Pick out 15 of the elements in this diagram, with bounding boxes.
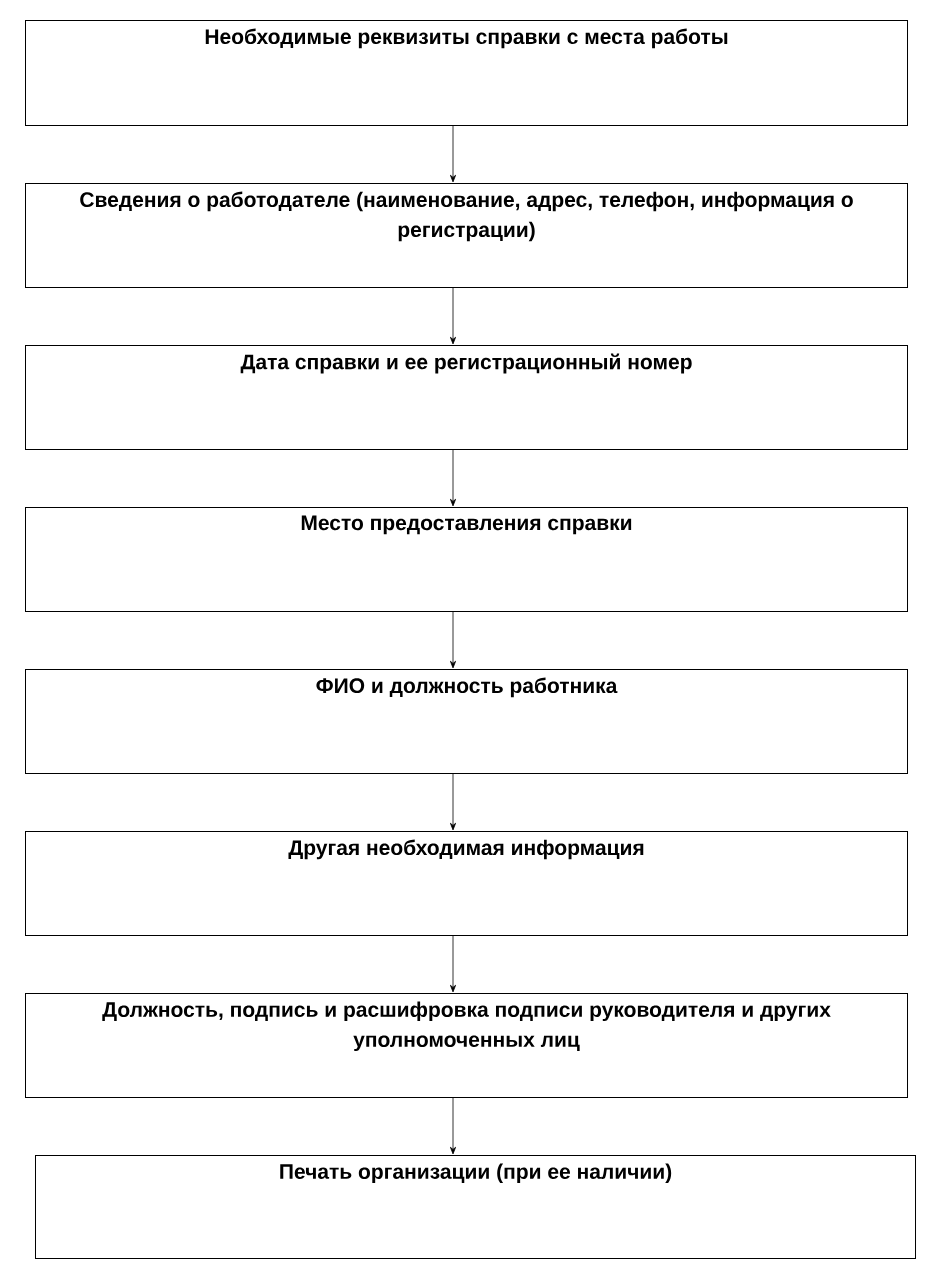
process-box: Место предоставления справки: [25, 507, 908, 612]
process-box: Необходимые реквизиты справки с места работы: [25, 20, 908, 126]
arrow: [450, 773, 456, 831]
arrow: [450, 1097, 456, 1155]
process-box: Дата справки и ее регистрационный номер: [25, 345, 908, 450]
arrow: [450, 287, 456, 345]
arrow: [450, 935, 456, 993]
arrow: [450, 611, 456, 669]
process-box: Другая необходимая информация: [25, 831, 908, 936]
process-box: Должность, подпись и расшифровка подписи руководителя и других уполномоченных лиц: [25, 993, 908, 1098]
process-box: Сведения о работодателе (наименование, адрес, телефон, информация о регистрации): [25, 183, 908, 288]
arrow: [450, 449, 456, 507]
arrow: [450, 125, 456, 183]
process-box: ФИО и должность работника: [25, 669, 908, 774]
process-box: Печать организации (при ее наличии): [35, 1155, 916, 1259]
